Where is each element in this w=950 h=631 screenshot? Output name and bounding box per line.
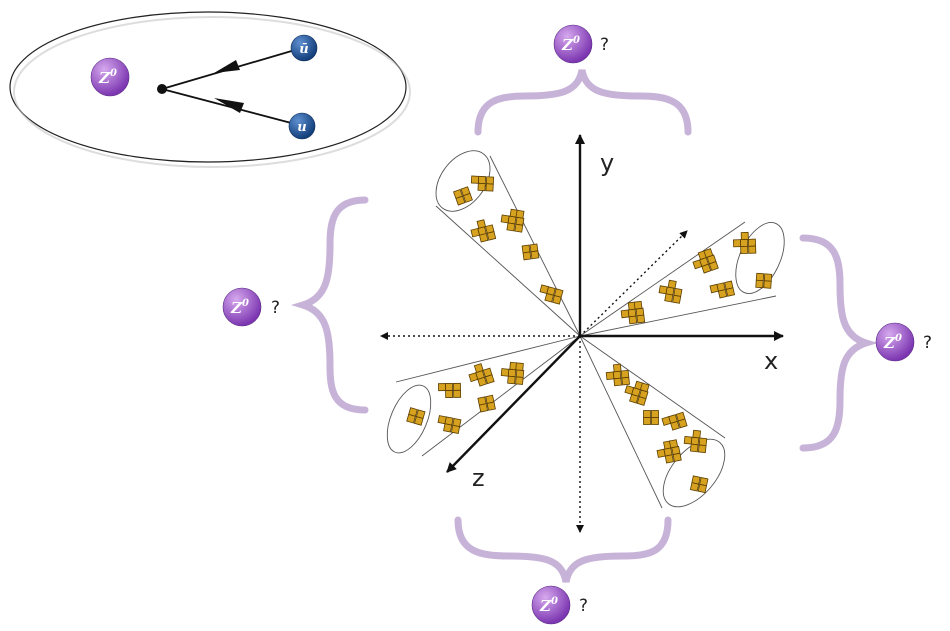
- z-boson-icon: Z0: [875, 322, 915, 362]
- z-boson-icon: Z0: [90, 57, 130, 97]
- hadron-cluster-icon: [643, 410, 659, 425]
- hadron-cluster-icon: [689, 475, 709, 494]
- z-axis-label: z: [472, 464, 485, 492]
- svg-text:Z0: Z0: [539, 596, 558, 615]
- brace-bottom: [454, 516, 672, 583]
- svg-text:u: u: [297, 120, 306, 135]
- jet-cone-left: [386, 335, 581, 457]
- hadron-cluster-icon: [624, 380, 650, 406]
- candidate-bottom: Z0 ?: [531, 585, 588, 625]
- candidate-top: Z0 ?: [553, 24, 609, 64]
- question-mark: ?: [600, 35, 609, 55]
- antiquark-arrow: [214, 60, 240, 73]
- hadron-cluster-icon: [656, 439, 682, 464]
- hadron-cluster-icon: [500, 208, 525, 233]
- quark-line: [161, 88, 296, 125]
- svg-text:Z0: Z0: [98, 68, 117, 87]
- quark-arrow: [214, 98, 244, 113]
- hadron-cluster-icon: [661, 411, 688, 431]
- hadron-cluster-icon: [500, 361, 525, 385]
- quark-icon: u: [288, 112, 316, 140]
- decay-inset: Z0 ū u: [9, 11, 411, 168]
- z-boson-icon: Z0: [531, 585, 571, 625]
- svg-text:Z0: Z0: [561, 35, 580, 54]
- z-axis: [446, 335, 581, 473]
- brace-left: [291, 196, 369, 414]
- hadron-cluster-icon: [658, 279, 683, 304]
- hadron-cluster-icon: [683, 429, 708, 454]
- svg-text:ū: ū: [299, 42, 308, 57]
- hadron-cluster-icon: [732, 231, 757, 255]
- x-axis-label: x: [764, 347, 778, 375]
- hadron-cluster-icon: [437, 415, 462, 434]
- hadron-cluster-icon: [438, 382, 462, 398]
- hadron-clusters: [406, 175, 773, 494]
- y-axis-label: y: [600, 149, 614, 177]
- z-boson-icon: Z0: [553, 24, 593, 64]
- svg-text:Z0: Z0: [883, 333, 902, 352]
- hadron-cluster-icon: [468, 363, 495, 387]
- jet-cone-upper-left: [435, 150, 581, 337]
- question-mark: ?: [579, 596, 588, 616]
- hadron-cluster-icon: [477, 394, 496, 413]
- question-mark: ?: [923, 333, 932, 353]
- axes: x y z: [380, 134, 784, 533]
- hadron-cluster-icon: [470, 219, 497, 243]
- brace-top: [474, 69, 692, 136]
- hadron-cluster-icon: [692, 248, 719, 274]
- brace-right: [799, 234, 878, 452]
- hadron-cluster-icon: [539, 284, 564, 305]
- svg-text:Z0: Z0: [230, 298, 249, 317]
- hadron-cluster-icon: [406, 407, 426, 426]
- hadron-cluster-icon: [453, 186, 473, 206]
- candidate-left: Z0 ?: [222, 287, 280, 327]
- antiquark-icon: ū: [290, 34, 318, 62]
- z-boson-icon: Z0: [222, 287, 262, 327]
- hadron-cluster-icon: [755, 272, 773, 289]
- hadron-cluster-icon: [470, 175, 495, 192]
- hadron-cluster-icon: [709, 280, 736, 299]
- hadron-cluster-icon: [620, 300, 646, 325]
- candidate-right: Z0 ?: [875, 322, 932, 362]
- hadron-cluster-icon: [521, 243, 540, 261]
- hadron-cluster-icon: [605, 363, 630, 387]
- question-mark: ?: [271, 298, 280, 318]
- jet-cone-lower-right: [579, 335, 726, 509]
